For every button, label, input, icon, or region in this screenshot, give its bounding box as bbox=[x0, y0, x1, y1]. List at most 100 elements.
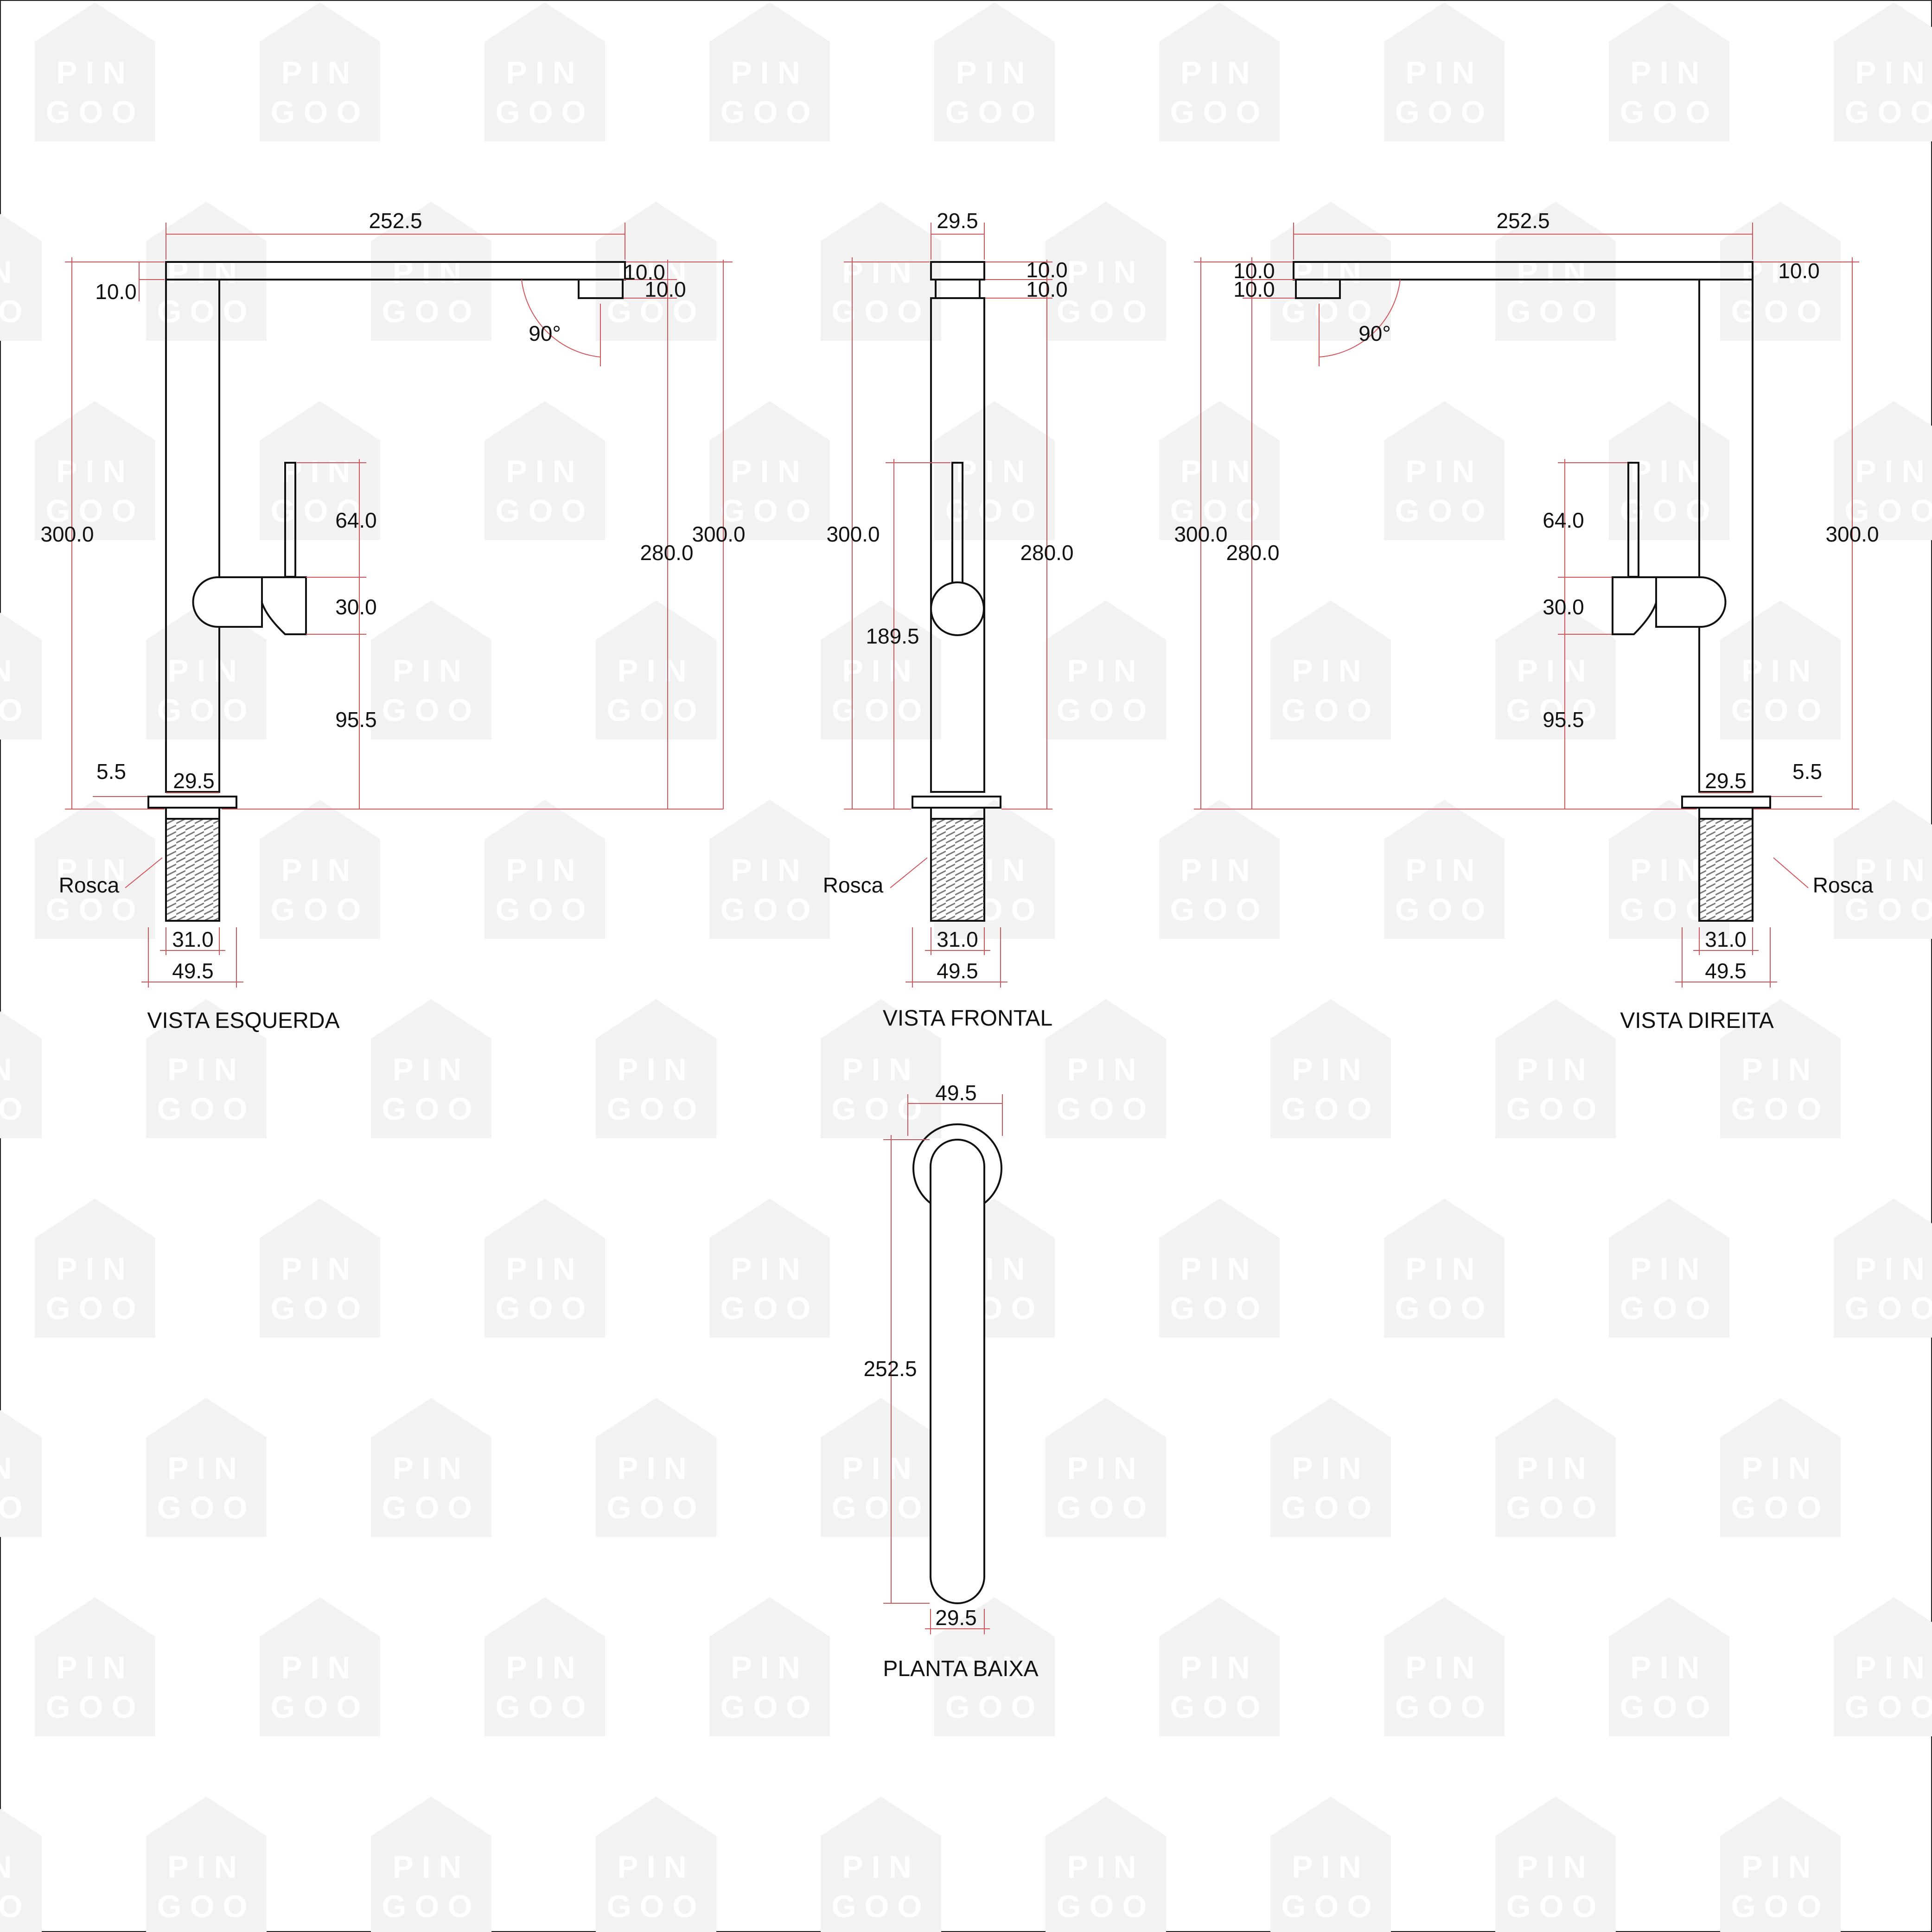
watermark-text: PIN bbox=[1741, 1849, 1819, 1885]
watermark-logo bbox=[260, 1199, 380, 1338]
watermark-text: PIN bbox=[731, 454, 808, 489]
watermark-logo bbox=[596, 1797, 716, 1932]
watermark-text: PIN bbox=[392, 1849, 470, 1885]
dim-front-flange-diameter: 49.5 bbox=[937, 959, 978, 983]
watermark-text: GOO bbox=[945, 493, 1044, 529]
watermark-text: GOO bbox=[46, 892, 145, 927]
watermark-logo bbox=[1720, 1398, 1841, 1537]
watermark-logo bbox=[35, 1199, 155, 1338]
watermark-text: PIN bbox=[1405, 454, 1483, 489]
dim-plan-flange-diameter: 49.5 bbox=[935, 1081, 977, 1105]
dim-plan-spout-length: 252.5 bbox=[863, 1357, 917, 1381]
watermark-text: GOO bbox=[832, 1490, 931, 1525]
watermark-text: PIN bbox=[1517, 1849, 1594, 1885]
watermark-logo bbox=[1495, 1398, 1616, 1537]
dim-left-angle: 90° bbox=[529, 321, 561, 345]
watermark-text: PIN bbox=[506, 454, 583, 489]
watermark-logo bbox=[1046, 600, 1166, 740]
watermark-logo bbox=[371, 999, 491, 1138]
watermark-logo bbox=[1834, 401, 1932, 540]
watermark-text: PIN bbox=[1180, 1251, 1258, 1287]
watermark-text: PIN bbox=[56, 1650, 134, 1685]
watermark-text: PIN bbox=[1180, 853, 1258, 888]
faucet-body bbox=[1698, 279, 1753, 793]
watermark-logo bbox=[1270, 1398, 1391, 1537]
watermark-logo bbox=[260, 401, 380, 540]
watermark-text: GOO bbox=[382, 1490, 481, 1525]
watermark-logo bbox=[1495, 999, 1616, 1138]
watermark-text: GOO bbox=[1845, 493, 1932, 529]
watermark-text: PIN bbox=[1405, 1251, 1483, 1287]
watermark-logo bbox=[709, 1597, 830, 1736]
watermark-logo bbox=[1834, 1597, 1932, 1736]
watermark-text: PIN bbox=[281, 1251, 358, 1287]
watermark-text: GOO bbox=[0, 294, 31, 329]
watermark-logo bbox=[709, 401, 830, 540]
title-plan-view: PLANTA BAIXA bbox=[883, 1657, 1038, 1681]
watermark-text: GOO bbox=[607, 693, 706, 728]
view-front: 29.5 10.0 10.0 300.0 280.0 189.5 Rosca 3… bbox=[823, 209, 1074, 1031]
dim-left-top-thickness: 10.0 bbox=[95, 280, 137, 304]
watermark-text: GOO bbox=[1057, 1091, 1155, 1127]
watermark-text: GOO bbox=[1620, 1690, 1719, 1725]
watermark-logo bbox=[709, 2, 830, 141]
watermark-text: PIN bbox=[281, 454, 358, 489]
watermark-text: PIN bbox=[1405, 1650, 1483, 1685]
watermark-logo bbox=[1159, 401, 1280, 540]
watermark-text: PIN bbox=[1517, 653, 1594, 689]
dim-front-top-thickness: 10.0 bbox=[1026, 258, 1068, 282]
watermark-text: GOO bbox=[271, 95, 370, 130]
dim-front-body-height: 280.0 bbox=[1020, 541, 1073, 565]
watermark-text: GOO bbox=[1845, 95, 1932, 130]
watermark-text: PIN bbox=[1180, 1650, 1258, 1685]
watermark-logo bbox=[260, 800, 380, 939]
handle-block bbox=[1612, 576, 1657, 635]
watermark-text: PIN bbox=[1292, 1052, 1369, 1087]
watermark-text: PIN bbox=[617, 1849, 695, 1885]
dim-right-top-thickness-1: 10.0 bbox=[1233, 259, 1275, 283]
dim-left-flange-diameter: 49.5 bbox=[172, 959, 214, 983]
watermark-text: GOO bbox=[721, 95, 819, 130]
watermark-text: PIN bbox=[506, 1650, 583, 1685]
watermark-logo bbox=[596, 999, 716, 1138]
watermark-text: GOO bbox=[271, 892, 370, 927]
watermark-text: GOO bbox=[157, 1091, 256, 1127]
watermark-logo bbox=[1046, 999, 1166, 1138]
watermark-logo bbox=[709, 1199, 830, 1338]
dim-right-lever-height: 64.0 bbox=[1543, 508, 1584, 532]
watermark-text: PIN bbox=[392, 1052, 470, 1087]
watermark-text: PIN bbox=[617, 1451, 695, 1486]
dim-left-thread-diameter: 31.0 bbox=[172, 927, 214, 951]
watermark-text: PIN bbox=[731, 853, 808, 888]
watermark-logo bbox=[596, 1398, 716, 1537]
watermark-text: PIN bbox=[392, 255, 470, 290]
watermark-text: GOO bbox=[46, 1291, 145, 1326]
dim-right-tip-thickness: 10.0 bbox=[1778, 259, 1820, 283]
watermark-text: GOO bbox=[1731, 1091, 1830, 1127]
watermark-text: GOO bbox=[1731, 1889, 1830, 1924]
watermark-text: GOO bbox=[382, 294, 481, 329]
watermark-text: GOO bbox=[1057, 1490, 1155, 1525]
watermark-logo bbox=[0, 214, 42, 341]
watermark-text: GOO bbox=[1282, 1889, 1380, 1924]
watermark-logo bbox=[1159, 1597, 1280, 1736]
watermark-text: PIN bbox=[281, 853, 358, 888]
watermark-logo bbox=[1046, 1797, 1166, 1932]
view-left: 252.5 10.0 10.0 10.0 90° 300.0 280.0 300… bbox=[40, 209, 745, 1033]
dim-left-handle-base-height: 95.5 bbox=[335, 708, 377, 732]
watermark-text: GOO bbox=[1731, 693, 1830, 728]
watermark-logo bbox=[1720, 1797, 1841, 1932]
watermark-logo bbox=[371, 600, 491, 740]
watermark-text: GOO bbox=[1170, 892, 1269, 927]
dim-right-handle-base-height: 95.5 bbox=[1543, 708, 1584, 732]
dim-right-angle: 90° bbox=[1358, 321, 1391, 345]
watermark-text: GOO bbox=[157, 693, 256, 728]
watermark-text: PIN bbox=[1855, 1650, 1932, 1685]
dim-left-total-height-right: 300.0 bbox=[692, 522, 745, 546]
watermark-text: PIN bbox=[506, 853, 583, 888]
watermark-text: PIN bbox=[731, 1650, 808, 1685]
watermark-logo bbox=[371, 1797, 491, 1932]
watermark-text: GOO bbox=[1620, 95, 1719, 130]
watermark-logo bbox=[1720, 600, 1841, 740]
dim-right-handle-height: 30.0 bbox=[1543, 595, 1584, 619]
